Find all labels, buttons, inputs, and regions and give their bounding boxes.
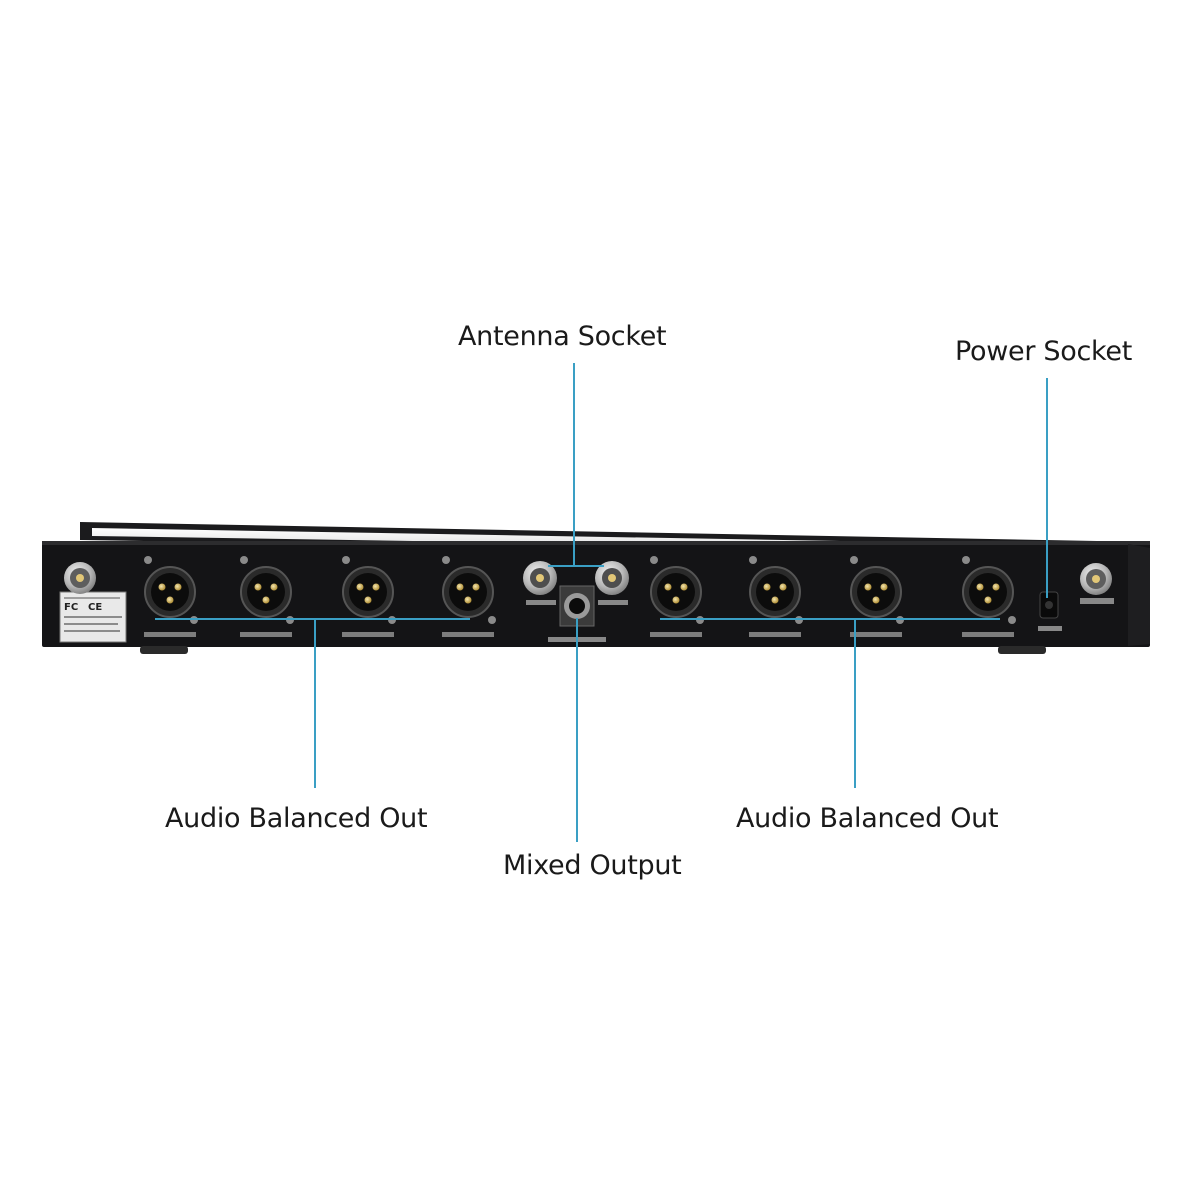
dc-power-jack-icon [1039, 591, 1059, 619]
audio-balanced-out-left-label: Audio Balanced Out [165, 803, 428, 834]
fcc-mark: FC [64, 602, 78, 613]
xlr-male-connector-icon [240, 556, 294, 624]
bnc-connector-icon [595, 561, 629, 595]
leader-lines [155, 363, 1048, 842]
bnc-connector-icon [1080, 563, 1112, 595]
connector-print-mark [144, 632, 196, 637]
xlr-male-connector-icon [342, 556, 396, 624]
rack-ear [1128, 544, 1150, 646]
audio-balanced-out-right-label: Audio Balanced Out [736, 803, 999, 834]
xlr-male-connector-icon [442, 556, 496, 624]
connector-print-mark [342, 632, 394, 637]
xlr-male-connector-icon [650, 556, 704, 624]
ce-mark: CE [88, 602, 102, 613]
xlr-male-connector-icon [962, 556, 1016, 624]
antenna-socket-label: Antenna Socket [458, 321, 667, 352]
foot [140, 646, 188, 654]
xlr-male-connector-icon [749, 556, 803, 624]
mixed-output-label: Mixed Output [503, 850, 682, 881]
power-socket-label: Power Socket [955, 336, 1132, 367]
connector-print-mark [240, 632, 292, 637]
foot [998, 646, 1046, 654]
connector-print-mark [962, 632, 1014, 637]
bnc-connector-icon [64, 562, 96, 594]
connector-print-mark [650, 632, 702, 637]
bnc-connector-icon [523, 561, 557, 595]
connector-print-mark [850, 632, 902, 637]
connector-print-mark [442, 632, 494, 637]
xlr-male-connector-icon [144, 556, 198, 624]
connector-print-mark [749, 632, 801, 637]
